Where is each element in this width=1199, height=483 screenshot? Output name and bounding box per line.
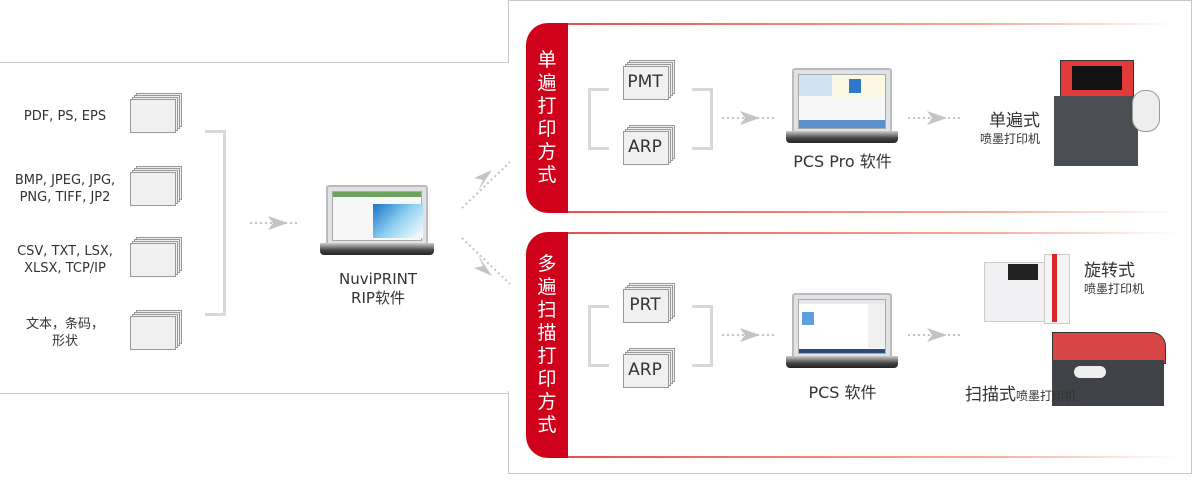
pcs-laptop-image bbox=[786, 293, 898, 368]
input-label-3: CSV, TXT, LSX,XLSX, TCP/IP bbox=[17, 244, 113, 276]
input-label-1: PDF, PS, EPS bbox=[23, 109, 107, 124]
rotary-printer-image bbox=[980, 252, 1080, 326]
format-file-arp: ARP bbox=[623, 348, 675, 388]
arrow-right-icon bbox=[908, 328, 962, 342]
single-pass-tab: 单遍打印方式 bbox=[526, 23, 568, 213]
panel-bottom-line bbox=[568, 211, 1178, 213]
input-bracket bbox=[205, 130, 226, 316]
file-stack-icon bbox=[130, 237, 182, 277]
format-file-arp: ARP bbox=[623, 125, 675, 165]
format-bracket-left bbox=[588, 88, 609, 150]
arrow-up-right-icon bbox=[461, 161, 511, 209]
arrow-right-icon bbox=[722, 328, 775, 342]
panel-bottom-line bbox=[568, 456, 1178, 458]
rotary-printer-label: 旋转式 喷墨打印机 bbox=[1084, 261, 1145, 296]
pcs-pro-laptop-image bbox=[786, 68, 898, 143]
file-stack-icon bbox=[130, 93, 182, 133]
pcs-software-label: PCS 软件 bbox=[808, 383, 877, 402]
input-label-2: BMP, JPEG, JPG,PNG, TIFF, JP2 bbox=[14, 173, 116, 205]
pcs-pro-software-label: PCS Pro 软件 bbox=[793, 152, 892, 171]
format-bracket-right bbox=[692, 88, 713, 150]
format-bracket-left bbox=[588, 305, 609, 367]
single-pass-printer-image bbox=[1050, 60, 1160, 170]
format-bracket-right bbox=[692, 305, 713, 367]
file-stack-icon bbox=[130, 166, 182, 206]
frame-join-cover bbox=[500, 63, 517, 391]
multi-pass-tab: 多遍扫描打印方式 bbox=[526, 232, 568, 458]
scanning-printer-image bbox=[1052, 330, 1168, 410]
arrow-right-icon bbox=[722, 111, 775, 125]
panel-top-line bbox=[568, 23, 1178, 25]
arrow-right-icon bbox=[250, 216, 300, 230]
rip-laptop-image bbox=[320, 185, 434, 255]
single-pass-printer-label: 单遍式 喷墨打印机 bbox=[979, 111, 1040, 146]
file-stack-icon bbox=[130, 310, 182, 350]
format-file-pmt: PMT bbox=[623, 60, 675, 100]
input-label-4: 文本，条码，形状 bbox=[25, 317, 104, 349]
scanning-printer-label: 扫描式喷墨打印机 bbox=[965, 385, 1077, 405]
format-file-prt: PRT bbox=[623, 283, 675, 323]
panel-top-line bbox=[568, 232, 1178, 234]
arrow-right-icon bbox=[908, 111, 962, 125]
arrow-down-right-icon bbox=[461, 237, 511, 285]
